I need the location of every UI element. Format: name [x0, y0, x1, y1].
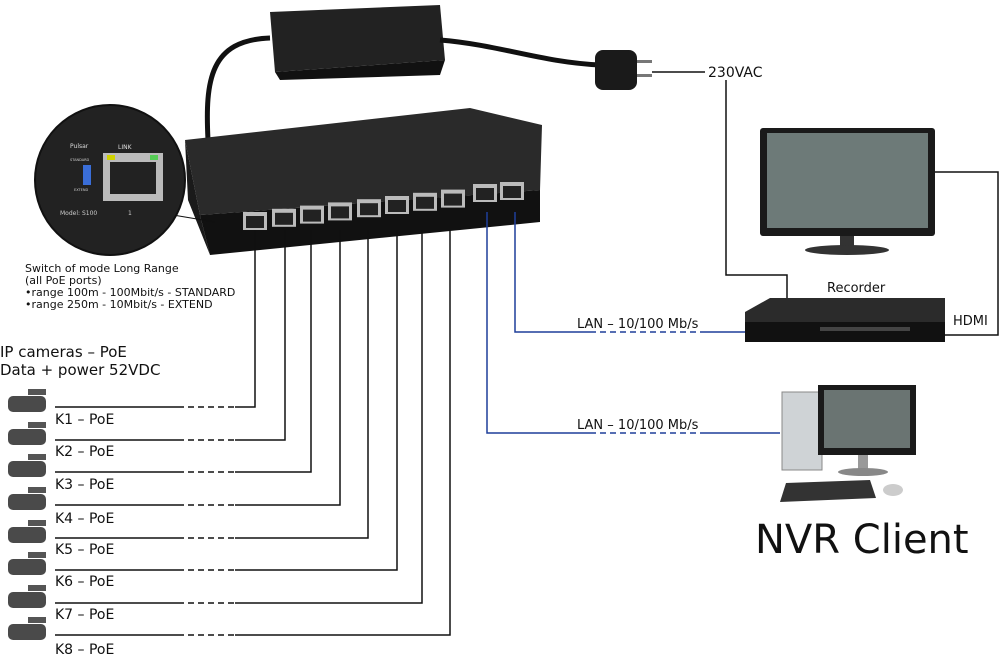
mode-note-line: •range 250m - 10Mbit/s - EXTEND: [25, 298, 213, 311]
poe-port-socket: [416, 196, 434, 209]
camera-label: K3 – PoE: [55, 477, 114, 493]
camera-label: K1 – PoE: [55, 412, 114, 428]
uplink-port-socket: [503, 186, 521, 198]
ip-camera-4: K4 – PoE: [8, 230, 341, 527]
hdmi-line: [935, 171, 999, 336]
ip-camera-2: K2 – PoE: [8, 230, 286, 460]
poe-port-socket: [331, 206, 349, 219]
mode-note-line: •range 100m - 100Mbit/s - STANDARD: [25, 286, 235, 299]
monitor: [760, 128, 935, 255]
inset-link: LINK: [118, 144, 133, 151]
inset-model: Model: S100: [60, 210, 97, 217]
cameras-title: IP cameras – PoE: [0, 343, 127, 361]
camera-label: K2 – PoE: [55, 444, 114, 460]
cameras-subtitle: Data + power 52VDC: [0, 361, 160, 379]
camera-line-to-port: [235, 230, 369, 539]
camera-mount-icon: [28, 585, 46, 591]
poe-port-socket: [360, 203, 378, 216]
lan-line-client: [486, 212, 590, 434]
camera-mount-icon: [28, 617, 46, 623]
inset-brand: Pulsar: [70, 143, 89, 150]
mode-note-line: (all PoE ports): [25, 274, 102, 287]
ip-camera-7: K7 – PoE: [8, 230, 423, 623]
inset-extend: EXTEND: [74, 188, 89, 192]
power-label: 230VAC: [708, 65, 763, 81]
camera-label: K7 – PoE: [55, 607, 114, 623]
poe-port-socket: [246, 216, 264, 228]
recorder-device: [745, 298, 945, 342]
ip-camera-3: K3 – PoE: [8, 230, 312, 493]
poe-port-socket: [444, 193, 462, 206]
hdmi-label: HDMI: [953, 314, 988, 329]
mode-dip-switch: [83, 165, 91, 185]
mode-note: Switch of mode Long Range (all PoE ports…: [25, 262, 235, 311]
camera-line-to-port: [235, 230, 398, 571]
ip-camera-5: K5 – PoE: [8, 230, 369, 558]
lan-line-recorder: [514, 212, 590, 333]
camera-line-to-port: [235, 230, 451, 636]
nvr-client-pc: [780, 385, 916, 502]
camera-line-to-port: [235, 230, 286, 441]
camera-icon: [8, 624, 46, 640]
power-adapter: [204, 5, 601, 141]
mode-switch-inset: Pulsar LINK STANDARD EXTEND Model: S100 …: [34, 104, 186, 256]
camera-label: K6 – PoE: [55, 574, 114, 590]
camera-line-to-port: [235, 230, 256, 408]
camera-icon: [8, 592, 46, 608]
poe-port-socket: [388, 200, 406, 212]
camera-mount-icon: [28, 454, 46, 460]
mode-note-line: Switch of mode Long Range: [25, 262, 179, 275]
nvr-client-label: NVR Client: [755, 517, 969, 563]
camera-icon: [8, 429, 46, 445]
camera-mount-icon: [28, 422, 46, 428]
camera-label: K8 – PoE: [55, 642, 114, 658]
power-plug: [595, 50, 652, 90]
lan-label-recorder: LAN – 10/100 Mb/s: [577, 317, 699, 332]
ip-camera-8: K8 – PoE: [8, 230, 451, 658]
camera-mount-icon: [28, 520, 46, 526]
camera-list: K1 – PoE K2 – PoE K3 – PoE K4 – PoE K5 – PoE…: [8, 230, 451, 658]
monitor-recorder-line: [725, 80, 788, 298]
inset-standard: STANDARD: [70, 158, 90, 162]
camera-icon: [8, 396, 46, 412]
camera-mount-icon: [28, 552, 46, 558]
uplink-port-socket: [476, 188, 494, 200]
poe-port-socket: [303, 209, 321, 222]
ip-camera-6: K6 – PoE: [8, 230, 398, 590]
camera-mount-icon: [28, 389, 46, 395]
camera-label: K4 – PoE: [55, 511, 114, 527]
poe-switch: [185, 108, 542, 255]
poe-port-socket: [275, 212, 293, 225]
camera-icon: [8, 559, 46, 575]
lan-label-client: LAN – 10/100 Mb/s: [577, 418, 699, 433]
camera-icon: [8, 527, 46, 543]
camera-mount-icon: [28, 487, 46, 493]
camera-line-to-port: [235, 230, 423, 604]
ip-camera-1: K1 – PoE: [8, 230, 256, 428]
camera-line-to-port: [235, 230, 341, 506]
inset-port-number: 1: [128, 210, 132, 217]
camera-line-to-port: [235, 230, 312, 473]
camera-label: K5 – PoE: [55, 542, 114, 558]
camera-icon: [8, 461, 46, 477]
recorder-label: Recorder: [827, 281, 886, 296]
camera-icon: [8, 494, 46, 510]
